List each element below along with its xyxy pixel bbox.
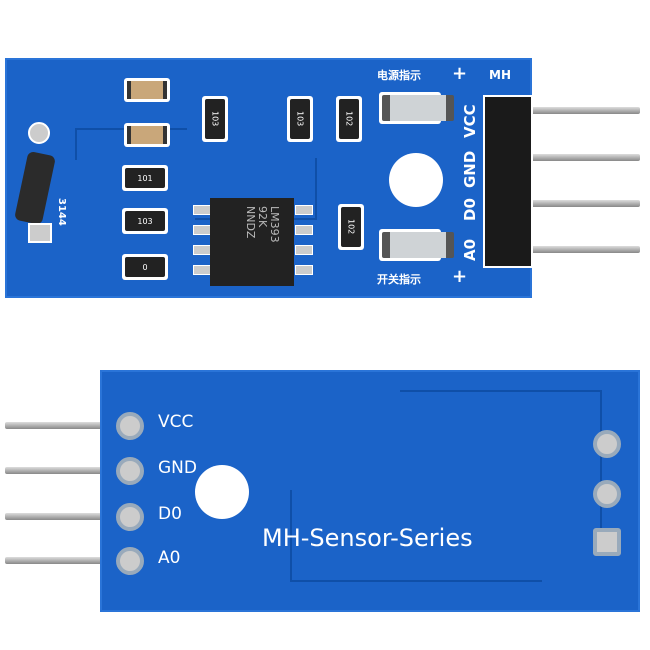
series-label: MH-Sensor-Series [262,524,473,552]
solder-pad [116,503,144,531]
header-pin [520,200,640,207]
chip-leg [193,265,211,275]
hall-sensor-pad [28,122,50,144]
switch-led [379,229,454,261]
resistor: 0 [122,254,168,280]
sensor-board-top: 电源指示 + 开关指示 + MH VCC GND D0 A0 3144 101 … [5,58,533,298]
resistor-code: 102 [339,99,359,139]
solder-pad [116,547,144,575]
sensor-label: 3144 [56,198,67,226]
resistor-code: 103 [205,99,225,139]
resistor: 103 [287,96,313,142]
resistor: 103 [202,96,228,142]
chip-leg [193,225,211,235]
chip-leg [295,245,313,255]
pin-label-a0: A0 [461,238,479,261]
chip-leg [295,225,313,235]
pin-label-vcc: VCC [158,412,194,432]
mounting-hole [389,153,443,207]
header-pin [5,422,105,429]
power-indicator-label: 电源指示 [377,69,421,82]
solder-pad [593,430,621,458]
solder-pad [116,457,144,485]
pin-label-d0: D0 [461,198,479,221]
header-pin [5,557,105,564]
chip-leg [193,245,211,255]
brand-label: MH [489,68,511,82]
capacitor [124,123,170,147]
resistor-code: 103 [125,211,165,231]
solder-pad [116,412,144,440]
capacitor [124,78,170,102]
resistor: 103 [122,208,168,234]
pin-label-a0: A0 [158,548,181,568]
chip-leg [193,205,211,215]
pin-header [483,95,533,268]
hall-sensor [14,150,56,226]
pin-label-gnd: GND [461,150,479,188]
resistor-code: 101 [125,168,165,188]
resistor: 102 [336,96,362,142]
header-pin [5,467,105,474]
power-led [379,92,454,124]
mounting-hole [195,465,249,519]
switch-indicator-label: 开关指示 [377,273,421,286]
solder-pad [593,480,621,508]
pin-label-d0: D0 [158,504,182,524]
header-pin [520,107,640,114]
header-pin [520,246,640,253]
solder-pad-square [593,528,621,556]
pin-label-gnd: GND [158,458,197,478]
resistor-code: 102 [341,207,361,247]
resistor: 101 [122,165,168,191]
chip-text: 92K [256,206,269,228]
hall-sensor-pad [28,223,52,243]
chip-leg [295,205,313,215]
resistor: 102 [338,204,364,250]
chip-text: LM393 [268,206,281,243]
resistor-code: 103 [290,99,310,139]
chip-leg [295,265,313,275]
header-pin [520,154,640,161]
sensor-board-bottom: VCC GND D0 A0 MH-Sensor-Series [100,370,640,612]
chip-text: NNDZ [244,206,257,239]
resistor-code: 0 [125,257,165,277]
pin-label-vcc: VCC [461,104,479,138]
header-pin [5,513,105,520]
